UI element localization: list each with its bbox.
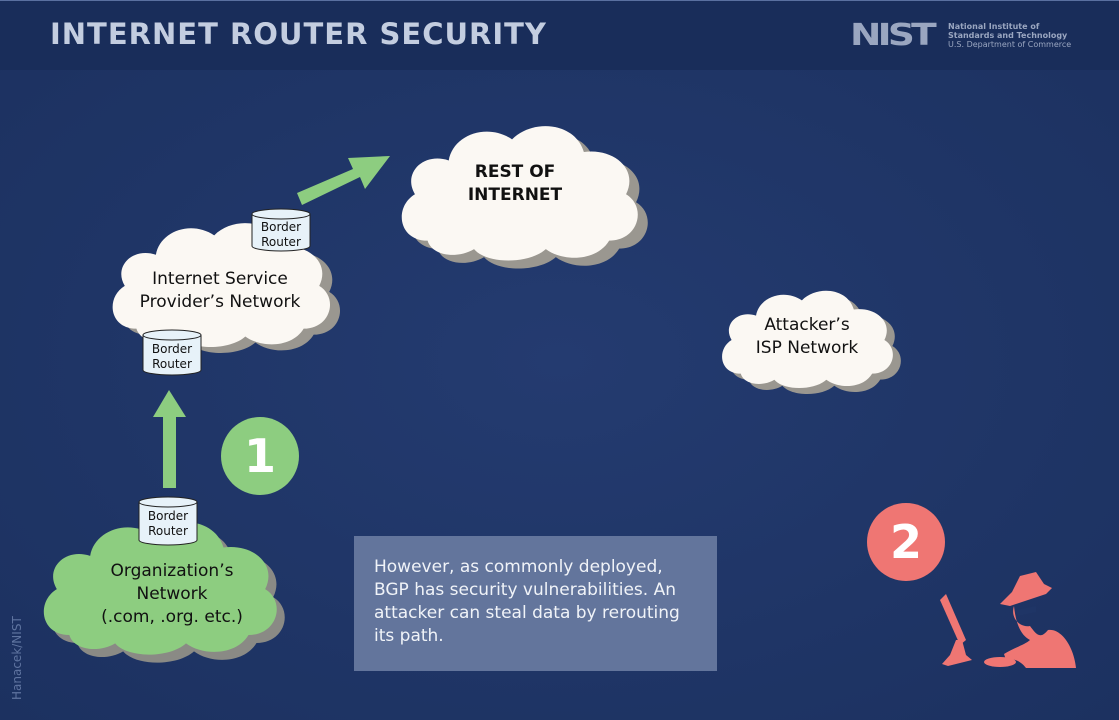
border-router-org-icon xyxy=(138,496,198,546)
border-router-org-label: Border Router xyxy=(139,509,197,539)
rest-of-internet-line2: INTERNET xyxy=(467,185,563,205)
arrow-up-icon xyxy=(153,390,186,488)
router-label-line1: Border xyxy=(260,220,302,234)
cloud-label-attacker-isp: Attacker’s ISP Network xyxy=(722,314,892,360)
router-label-line1: Border xyxy=(151,342,193,356)
organization-line2: Network xyxy=(136,584,208,604)
isp-network-line2: Provider’s Network xyxy=(139,292,301,312)
attacker-isp-line1: Attacker’s xyxy=(764,315,850,335)
nist-logo: NIST National Institute of Standards and… xyxy=(850,17,1071,53)
image-credit: Hanacek/NIST xyxy=(10,616,24,700)
step-2-badge: 2 xyxy=(867,503,945,581)
cloud-label-isp-network: Internet Service Provider’s Network xyxy=(110,268,330,314)
attacker-at-computer-icon xyxy=(940,572,1076,668)
router-label-line2: Router xyxy=(148,524,188,538)
nist-logo-line1: National Institute of xyxy=(948,21,1040,31)
attacker-isp-line2: ISP Network xyxy=(755,338,859,358)
attacker-glasses-icon xyxy=(1016,606,1036,616)
nist-logo-line3: U.S. Department of Commerce xyxy=(948,39,1072,49)
arrow-diagonal-icon xyxy=(297,156,390,205)
router-label-line2: Router xyxy=(261,235,301,249)
cloud-label-organization-network: Organization’s Network (.com, .org. etc.… xyxy=(62,560,282,629)
cloud-label-rest-of-internet: REST OF INTERNET xyxy=(440,161,590,207)
border-router-isp-bottom-icon xyxy=(142,329,202,376)
header-bar: INTERNET ROUTER SECURITY NIST National I… xyxy=(0,0,1119,70)
rest-of-internet-line1: REST OF xyxy=(474,162,556,182)
router-label-line1: Border xyxy=(147,509,189,523)
organization-line1: Organization’s xyxy=(110,561,234,581)
step-1-badge: 1 xyxy=(221,417,299,495)
organization-line3: (.com, .org. etc.) xyxy=(101,607,243,627)
isp-network-line1: Internet Service xyxy=(152,269,288,289)
nist-logo-line2: Standards and Technology xyxy=(948,30,1068,40)
border-router-isp-top-label: Border Router xyxy=(252,220,310,250)
border-router-isp-top-icon xyxy=(251,208,311,252)
page-title: INTERNET ROUTER SECURITY xyxy=(50,17,547,51)
router-label-line2: Router xyxy=(152,357,192,371)
border-router-isp-bottom-label: Border Router xyxy=(143,342,201,372)
info-callout: However, as commonly deployed, BGP has s… xyxy=(354,536,717,671)
nist-logo-text: National Institute of Standards and Tech… xyxy=(948,22,1071,49)
nist-logo-mark: NIST xyxy=(850,17,937,53)
